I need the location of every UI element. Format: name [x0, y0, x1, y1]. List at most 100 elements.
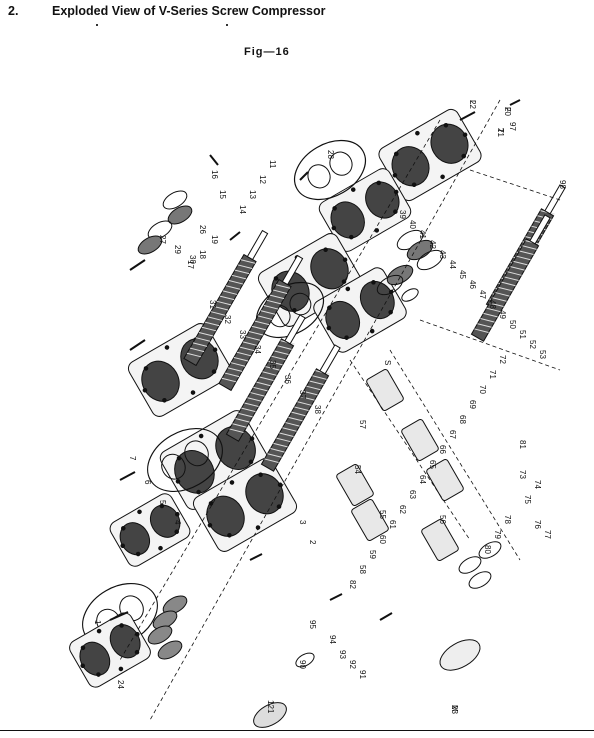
- slide-valve: [401, 419, 439, 461]
- part-callout: 29: [173, 245, 182, 254]
- part-callout: 93: [338, 650, 347, 659]
- shaft-seal: [253, 702, 287, 728]
- part-callout: 121: [266, 700, 275, 714]
- part-callout: 80: [483, 545, 492, 554]
- bearing: [167, 205, 193, 225]
- part-callout: 23: [450, 705, 459, 714]
- part-callout: 36: [283, 375, 292, 384]
- part-callout: 30: [188, 255, 197, 264]
- part-callout: 56: [438, 515, 447, 524]
- discharge-cover: [378, 108, 482, 202]
- part-callout: 63: [408, 490, 417, 499]
- part-callout: 92: [348, 660, 357, 669]
- part-callout: 3: [298, 520, 307, 525]
- part-callout: 59: [368, 550, 377, 559]
- part-callout: 43: [438, 250, 447, 259]
- part-callout: 74: [533, 480, 542, 489]
- part-callout: S: [383, 360, 392, 365]
- end-cover: [69, 612, 151, 688]
- part-callout: 13: [248, 190, 257, 199]
- part-callout: 26: [198, 225, 207, 234]
- bolt: [509, 99, 521, 106]
- slide-valve: [336, 464, 374, 506]
- part-callout: 69: [468, 400, 477, 409]
- part-callout: 18: [198, 250, 207, 259]
- end-casing: [192, 458, 298, 552]
- part-callout: 57: [358, 420, 367, 429]
- female-rotor: [218, 254, 304, 392]
- part-callout: 51: [518, 330, 527, 339]
- part-callout: 35: [268, 360, 277, 369]
- part-callout: 64: [418, 475, 427, 484]
- discharge-casing: [318, 168, 412, 252]
- part-callout: 46: [468, 280, 477, 289]
- part-callout: 66: [438, 445, 447, 454]
- part-callout: 53: [538, 350, 547, 359]
- part-callout: 55: [378, 510, 387, 519]
- part-callout: 1: [93, 620, 102, 625]
- part-callout: 78: [503, 515, 512, 524]
- part-callout: 42: [428, 240, 437, 249]
- part-callout: 33: [238, 330, 247, 339]
- part-callout: 21: [496, 128, 505, 137]
- bolt: [119, 471, 136, 481]
- seal-ring: [478, 541, 502, 559]
- part-callout: 40: [408, 220, 417, 229]
- male-rotor: [183, 229, 269, 367]
- part-callout: 61: [388, 520, 397, 529]
- part-callout: 6: [143, 480, 152, 485]
- bottom-divider: [0, 730, 594, 731]
- gasket-hole: [184, 440, 209, 467]
- gasket: [294, 139, 366, 201]
- part-callout: 71: [488, 370, 497, 379]
- part-callout: 41: [418, 230, 427, 239]
- female-rotor: [260, 344, 341, 472]
- gasket-hole: [307, 164, 331, 189]
- part-callout: 16: [210, 170, 219, 179]
- part-callout: 14: [238, 205, 247, 214]
- bolt: [129, 259, 146, 271]
- part-callout: 45: [458, 270, 467, 279]
- seal-ring: [458, 556, 482, 574]
- bolt: [229, 231, 241, 241]
- part-callout: 68: [458, 415, 467, 424]
- bearing: [147, 220, 173, 240]
- part-callout: 98: [558, 180, 567, 189]
- slide-valve: [351, 499, 389, 541]
- male-rotor: [225, 314, 306, 442]
- scan-mark: [96, 24, 98, 26]
- bearing: [386, 264, 414, 286]
- bolt: [249, 553, 263, 561]
- part-callout: 54: [353, 465, 362, 474]
- gasket-hole: [161, 453, 186, 480]
- bearing: [157, 640, 183, 660]
- part-callout: L: [468, 100, 477, 105]
- part-callout: 95: [308, 620, 317, 629]
- part-callout: 58: [358, 565, 367, 574]
- bolt: [109, 611, 129, 621]
- section-title: Exploded View of V-Series Screw Compress…: [52, 4, 326, 18]
- part-callout: 34: [253, 345, 262, 354]
- part-callout: 11: [268, 160, 277, 169]
- alignment-line: [389, 349, 521, 561]
- control-rod: [470, 214, 551, 342]
- bolt: [459, 111, 476, 121]
- part-callout: 37: [298, 390, 307, 399]
- part-callout: 17: [186, 260, 195, 269]
- bearing: [162, 190, 188, 210]
- slide-valve: [421, 519, 459, 561]
- part-callout: 82: [348, 580, 357, 589]
- part-callout: 39: [398, 210, 407, 219]
- part-callout: 19: [210, 235, 219, 244]
- part-callout: 28: [326, 150, 335, 159]
- bearing: [147, 625, 173, 645]
- bolt: [379, 612, 393, 621]
- part-callout: 65: [428, 460, 437, 469]
- part-callout: 7: [128, 456, 137, 461]
- part-callout: 70: [478, 385, 487, 394]
- alignment-line: [149, 99, 501, 721]
- part-callout: 5: [158, 500, 167, 505]
- part-callout: 49: [498, 310, 507, 319]
- bearing: [406, 239, 434, 261]
- part-callout: 47: [478, 290, 487, 299]
